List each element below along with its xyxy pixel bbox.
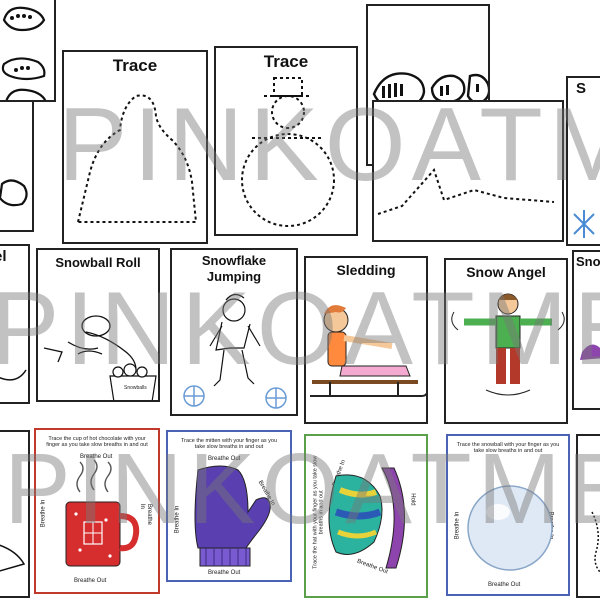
- child-jumping-illustration: [183, 293, 287, 409]
- breathe-label-bottom: Breathe Out: [74, 578, 107, 584]
- snowman-trace-outline: [241, 77, 335, 227]
- breathe-label-top: Breathe Out: [80, 454, 113, 460]
- snow-angel-card: Snow Angel: [444, 258, 568, 424]
- card-title: Sno: [576, 254, 600, 269]
- mitten-breathing-card: Trace the mitten with your finger as you…: [166, 430, 292, 582]
- partial-card-right-top: S: [566, 76, 600, 246]
- snowflake-icon: [573, 210, 595, 238]
- snowball-roll-card: Snowball Roll Snowballs: [36, 248, 160, 402]
- breathe-label-bottom: Breathe Out: [208, 570, 241, 576]
- card-title: Sledding: [336, 262, 396, 278]
- partial-card-left-mid: el: [0, 244, 30, 404]
- child-sledding-illustration: [310, 305, 426, 397]
- footprints-card-partial-left: [0, 0, 56, 102]
- partial-card-left-bottom: [0, 430, 30, 598]
- card-title: el: [0, 248, 7, 265]
- trace-snowman-card: Trace: [214, 46, 358, 236]
- instructions-text: Trace the snowball with your finger as y…: [456, 442, 560, 455]
- snowflake-jumping-card: Snowflake Jumping: [170, 248, 298, 416]
- child-snow-angel-illustration: [451, 293, 565, 396]
- instructions-text: Trace the cup of hot chocolate with your…: [46, 436, 148, 449]
- bucket-label: Snowballs: [124, 385, 147, 391]
- snowball-breathing-card: Trace the snowball with your finger as y…: [446, 434, 570, 596]
- footprints-card-partial-left-lower: [0, 100, 34, 232]
- snowball-illustration: [467, 485, 553, 571]
- card-title-line2: Jumping: [206, 269, 262, 284]
- card-title: Snow Angel: [466, 264, 546, 280]
- shoe-print-icon: [1, 6, 47, 100]
- instructions-text: Trace the mitten with your finger as you…: [180, 438, 278, 451]
- card-title: Trace: [112, 56, 158, 75]
- dotted-trace-outline: [591, 511, 600, 574]
- partial-card-right-bottom: [576, 434, 600, 598]
- hot-chocolate-breathing-card: Trace the cup of hot chocolate with your…: [34, 428, 160, 594]
- trace-hat-card: Trace: [62, 50, 208, 244]
- hot-chocolate-cup-illustration: [65, 459, 140, 567]
- mitten-illustration: [194, 465, 271, 567]
- snow-angel-partial-outline: [0, 369, 27, 381]
- card-title: S: [576, 80, 587, 97]
- hat-icon: [580, 344, 600, 360]
- hill-trace-outline: [377, 168, 555, 215]
- sledding-card: Sledding: [304, 256, 428, 424]
- card-title: Snowball Roll: [55, 255, 141, 270]
- cup-partial-outline: [0, 544, 26, 572]
- breathe-label-top: Breathe Out: [208, 456, 241, 462]
- hat-trace-outline: [76, 94, 198, 223]
- partial-card-right-mid: Sno: [572, 250, 600, 410]
- hat-breathing-card: Trace the hat with your finger as you ta…: [304, 434, 428, 598]
- winter-hat-illustration: [328, 467, 406, 569]
- shoe-print-icon: [0, 179, 28, 207]
- card-title: Trace: [263, 52, 309, 71]
- trace-hill-card: [372, 100, 564, 242]
- card-title-line1: Snowflake: [201, 253, 267, 268]
- breathe-label-bottom: Breathe Out: [488, 582, 521, 588]
- child-rolling-illustration: [43, 315, 157, 400]
